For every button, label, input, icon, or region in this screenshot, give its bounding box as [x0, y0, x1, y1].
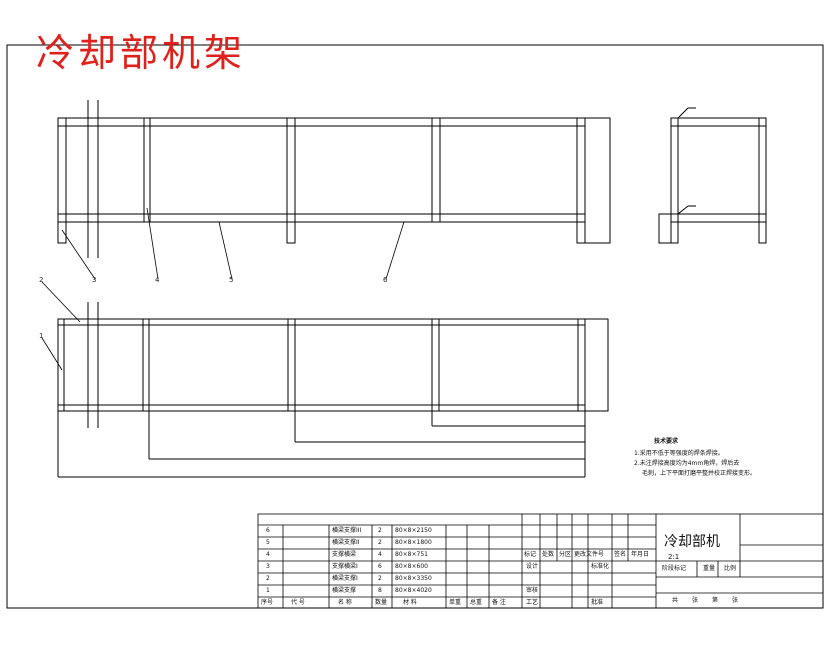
role-design: 设计 [526, 563, 539, 570]
callout-6: 6 [383, 276, 388, 284]
sheet-no-label: 第 [712, 597, 719, 604]
role-approve: 批准 [591, 599, 604, 606]
parts-row-2-mat: 80×8×3350 [395, 575, 432, 582]
stage-mark-label: 阶段标记 [662, 565, 687, 572]
sheet-total-label: 共 [672, 597, 679, 604]
parts-header-total-weight: 总重 [470, 599, 483, 606]
callout-5: 5 [229, 276, 234, 284]
callout-1: 1 [39, 332, 44, 340]
parts-row-6-mat: 80×8×2150 [395, 527, 432, 534]
parts-row-2-name: 横梁支撑I [332, 575, 358, 582]
rev-header-zone: 分区 [559, 551, 572, 558]
notes-heading: 技术要求 [654, 438, 679, 445]
parts-header-no: 序号 [261, 599, 274, 606]
parts-row-5-name: 横梁支撑II [332, 539, 360, 546]
parts-row-2-no: 2 [266, 575, 270, 582]
callout-leaders [41, 207, 405, 371]
parts-row-3-no: 3 [266, 563, 270, 570]
parts-row-1-name: 横梁支撑 [332, 587, 357, 594]
front-view-bottom [57, 302, 609, 478]
parts-row-3-qty: 6 [378, 563, 382, 570]
parts-header-remarks: 备 注 [492, 599, 506, 606]
rev-header-date: 年月日 [631, 551, 650, 558]
callout-3: 3 [92, 276, 97, 284]
parts-row-1-qty: 8 [378, 587, 382, 594]
parts-row-4-name: 支撑横梁 [332, 551, 357, 558]
parts-row-4-qty: 4 [378, 551, 382, 558]
parts-row-5-mat: 80×8×1800 [395, 539, 432, 546]
rev-header-sign: 签名 [614, 551, 627, 558]
parts-header-unit-weight: 单重 [449, 599, 462, 606]
parts-row-6-no: 6 [266, 527, 270, 534]
drawing-title: 冷却部机架 [36, 31, 247, 75]
title-block-grid [257, 513, 824, 609]
side-view [658, 107, 767, 244]
parts-row-1-mat: 80×8×4020 [395, 587, 432, 594]
parts-header-name: 名 称 [338, 599, 352, 606]
role-standard: 标准化 [591, 563, 610, 570]
drawing-frame [6, 44, 824, 609]
parts-row-3-mat: 80×8×600 [395, 563, 428, 570]
parts-header-qty: 数量 [375, 599, 388, 606]
sheet-no-unit: 张 [732, 597, 739, 604]
rev-header-file: 更改文件号 [574, 551, 605, 558]
parts-row-5-qty: 2 [378, 539, 382, 546]
role-check: 审核 [526, 587, 539, 594]
parts-row-2-qty: 2 [378, 575, 382, 582]
parts-row-5-no: 5 [266, 539, 270, 546]
notes-line-1: 1.采用不低于等强度的焊条焊接。 [634, 450, 724, 457]
callout-4: 4 [155, 276, 160, 284]
parts-row-6-name: 横梁支撑III [332, 527, 362, 534]
parts-row-6-qty: 2 [378, 527, 382, 534]
title-block-part-name: 冷却部机 [664, 534, 720, 550]
notes-line-3: 毛刺，上下平面打磨平整并校正焊接变形。 [642, 470, 757, 477]
notes-line-2: 2.未注焊接高度均为4mm角焊，焊后去 [634, 460, 740, 467]
rev-header-mark: 标记 [524, 551, 537, 558]
parts-row-1-no: 1 [266, 587, 270, 594]
title-block-scale: 2:1 [668, 553, 680, 561]
parts-row-4-mat: 80×8×751 [395, 551, 428, 558]
parts-header-material: 材 料 [403, 599, 417, 606]
parts-row-3-name: 支撑横梁I [332, 563, 358, 570]
callout-2: 2 [39, 276, 44, 284]
role-process: 工艺 [526, 599, 539, 606]
parts-header-code: 代 号 [291, 599, 305, 606]
sheet-total-unit: 张 [692, 597, 699, 604]
weight-label: 重量 [703, 565, 716, 572]
rev-header-count: 处数 [542, 551, 555, 558]
front-view-top [57, 100, 611, 258]
parts-row-4-no: 4 [266, 551, 270, 558]
scale-label: 比例 [724, 565, 737, 572]
